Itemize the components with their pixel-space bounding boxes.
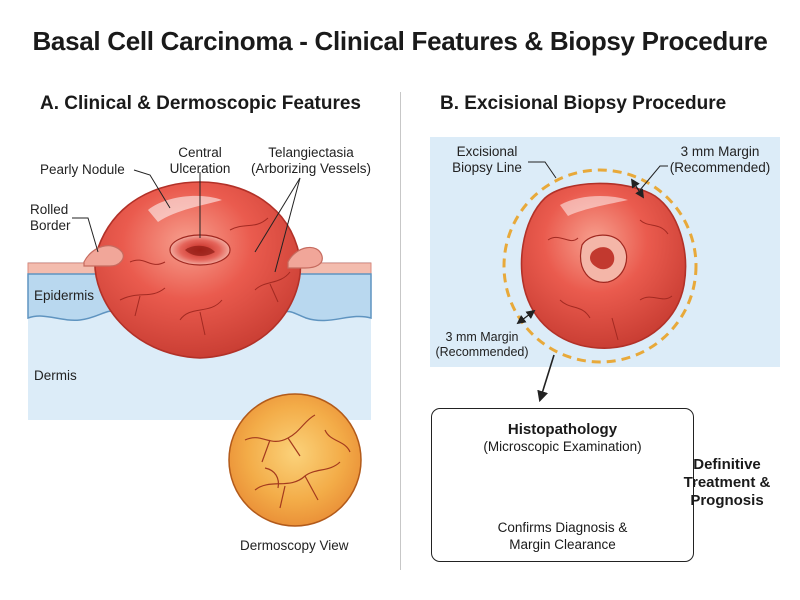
page-title: Basal Cell Carcinoma - Clinical Features… [32, 26, 768, 56]
rolled-border-right [287, 246, 323, 269]
margin-arrow-top [631, 178, 644, 199]
leader-lines-b [528, 161, 668, 191]
label-margin-bottom: 3 mm Margin (Recommended) [435, 330, 529, 359]
lesion-vessels [119, 217, 291, 336]
biopsy-vessels [547, 219, 673, 341]
rolled-border-left [83, 245, 124, 267]
label-rolled-border: Rolled Border [30, 202, 71, 233]
histopathology-confirms: Confirms Diagnosis & Margin Clearance [497, 520, 628, 552]
label-dermis: Dermis [34, 368, 77, 383]
label-margin-top: 3 mm Margin (Recommended) [669, 144, 771, 175]
definitive-treatment-label: Definitive Treatment & Prognosis [683, 456, 771, 509]
leader-lines-a [72, 169, 301, 273]
label-excisional-biopsy-line: Excisional Biopsy Line [452, 144, 522, 175]
section-divider [400, 92, 401, 570]
section-b-title: B. Excisional Biopsy Procedure [440, 93, 727, 114]
label-pearly-nodule: Pearly Nodule [40, 162, 125, 177]
histopathology-box: Histopathology (Microscopic Examination)… [431, 408, 694, 562]
label-central-ulceration: Central Ulceration [169, 145, 231, 176]
margin-arrow-bottom [516, 309, 536, 325]
dermoscopy-circle [228, 393, 362, 527]
section-a-title: A. Clinical & Dermoscopic Features [40, 93, 361, 114]
dermoscopy-vessels [244, 414, 351, 509]
label-dermoscopy-view: Dermoscopy View [240, 538, 349, 553]
arrow-to-histopathology [537, 354, 555, 403]
histopathology-title: Histopathology [507, 421, 618, 438]
histopathology-subtitle: (Microscopic Examination) [483, 439, 642, 454]
excision-line [502, 168, 698, 364]
label-telangiectasia: Telangiectasia (Arborizing Vessels) [250, 145, 372, 176]
label-epidermis: Epidermis [34, 288, 95, 303]
